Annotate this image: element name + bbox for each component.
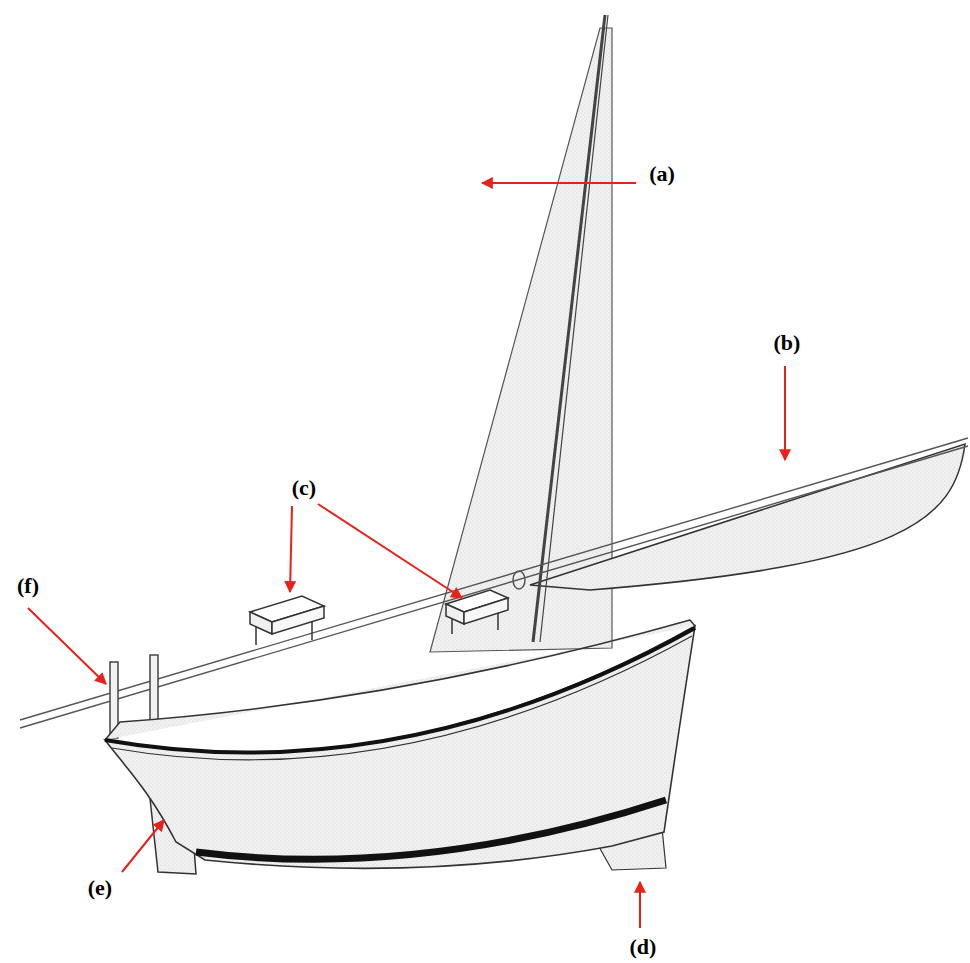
waterline-stripe — [196, 800, 666, 859]
yard-spar — [20, 438, 968, 720]
hatch — [250, 596, 324, 645]
part-label: (e) — [88, 876, 112, 900]
stern-post — [150, 655, 158, 727]
leader-arrow — [28, 608, 106, 684]
leader-arrow — [784, 366, 786, 460]
hull — [105, 626, 695, 868]
leader-arrows — [28, 183, 785, 928]
hatch — [446, 590, 508, 634]
deck — [105, 620, 695, 740]
yard-spar-edge — [20, 446, 968, 728]
leader-arrow — [639, 882, 641, 928]
part-label: (c) — [292, 476, 316, 500]
leader-arrow — [290, 506, 292, 592]
leader-arrow — [318, 504, 462, 598]
main-sail — [430, 28, 612, 652]
mast — [533, 15, 605, 642]
part-label: (b) — [774, 331, 801, 355]
part-label: (d) — [630, 935, 657, 959]
part-label: (a) — [649, 162, 675, 186]
gunwale-rail — [112, 636, 692, 760]
gunwale — [105, 628, 695, 753]
leader-arrow — [482, 182, 636, 184]
leader-arrow — [122, 820, 164, 872]
part-label: (f) — [17, 574, 39, 598]
